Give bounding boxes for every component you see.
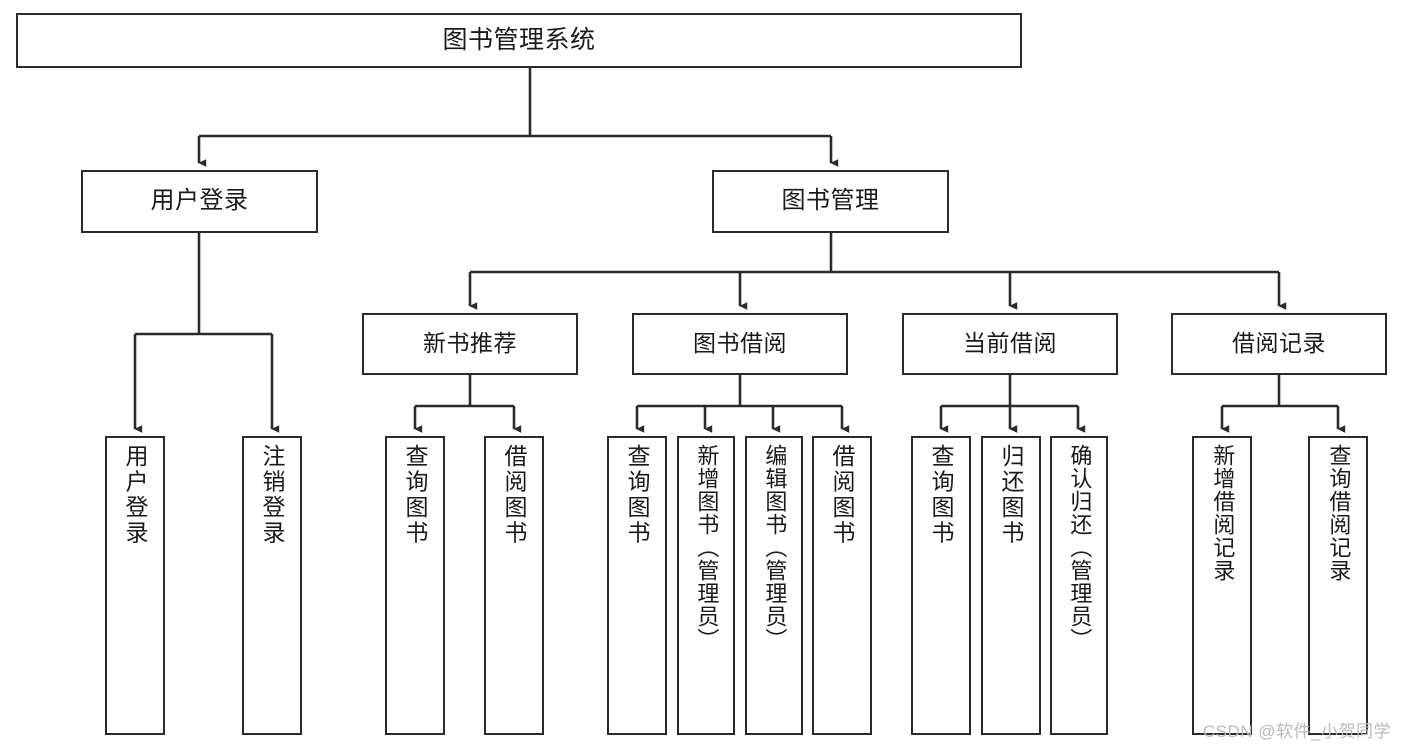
node-book-management[interactable]: 图书管理 xyxy=(712,170,949,233)
node-label: 图书借阅 xyxy=(693,330,787,357)
node-user-login[interactable]: 用户登录 xyxy=(81,170,318,233)
leaf-user-login-signout[interactable]: 注销登录 xyxy=(242,436,302,735)
leaf-book-borrow-borrow[interactable]: 借阅图书 xyxy=(812,436,872,735)
node-label: 借阅图书 xyxy=(501,444,528,546)
leaf-new-book-query[interactable]: 查询图书 xyxy=(385,436,445,735)
leaf-new-book-borrow[interactable]: 借阅图书 xyxy=(484,436,544,735)
node-borrow-record[interactable]: 借阅记录 xyxy=(1171,313,1387,375)
leaf-book-borrow-edit[interactable]: 编辑图书（管理员） xyxy=(745,436,803,735)
node-label: 编辑图书（管理员） xyxy=(762,444,788,651)
node-label: 用户登录 xyxy=(122,444,149,546)
leaf-current-borrow-return[interactable]: 归还图书 xyxy=(981,436,1041,735)
leaf-user-login-signin[interactable]: 用户登录 xyxy=(105,436,165,735)
node-label: 借阅图书 xyxy=(829,444,856,546)
node-current-borrow[interactable]: 当前借阅 xyxy=(902,313,1118,375)
node-new-book-recommend[interactable]: 新书推荐 xyxy=(362,313,578,375)
leaf-current-borrow-query[interactable]: 查询图书 xyxy=(911,436,971,735)
node-label: 图书管理系统 xyxy=(442,25,596,54)
csdn-watermark: CSDN @软件_小贺同学 xyxy=(1202,722,1391,741)
node-label: 当前借阅 xyxy=(963,330,1057,357)
leaf-borrow-record-add[interactable]: 新增借阅记录 xyxy=(1192,436,1252,735)
node-label: 新增借阅记录 xyxy=(1210,444,1236,582)
node-label: 确认归还（管理员） xyxy=(1067,444,1093,651)
node-label: 用户登录 xyxy=(150,187,249,215)
leaf-borrow-record-query[interactable]: 查询借阅记录 xyxy=(1308,436,1368,735)
node-label: 查询图书 xyxy=(402,444,429,546)
node-label: 新增图书（管理员） xyxy=(694,444,720,651)
leaf-current-borrow-confirm[interactable]: 确认归还（管理员） xyxy=(1050,436,1108,735)
node-label: 查询借阅记录 xyxy=(1326,444,1352,582)
node-label: 图书管理 xyxy=(781,187,880,215)
node-root-system[interactable]: 图书管理系统 xyxy=(16,13,1022,68)
node-label: 注销登录 xyxy=(259,444,286,546)
node-book-borrow[interactable]: 图书借阅 xyxy=(632,313,848,375)
node-label: 归还图书 xyxy=(998,444,1025,546)
leaf-book-borrow-query[interactable]: 查询图书 xyxy=(607,436,667,735)
node-label: 查询图书 xyxy=(624,444,651,546)
node-label: 新书推荐 xyxy=(423,330,517,357)
node-label: 查询图书 xyxy=(928,444,955,546)
leaf-book-borrow-add[interactable]: 新增图书（管理员） xyxy=(677,436,735,735)
node-label: 借阅记录 xyxy=(1232,330,1326,357)
